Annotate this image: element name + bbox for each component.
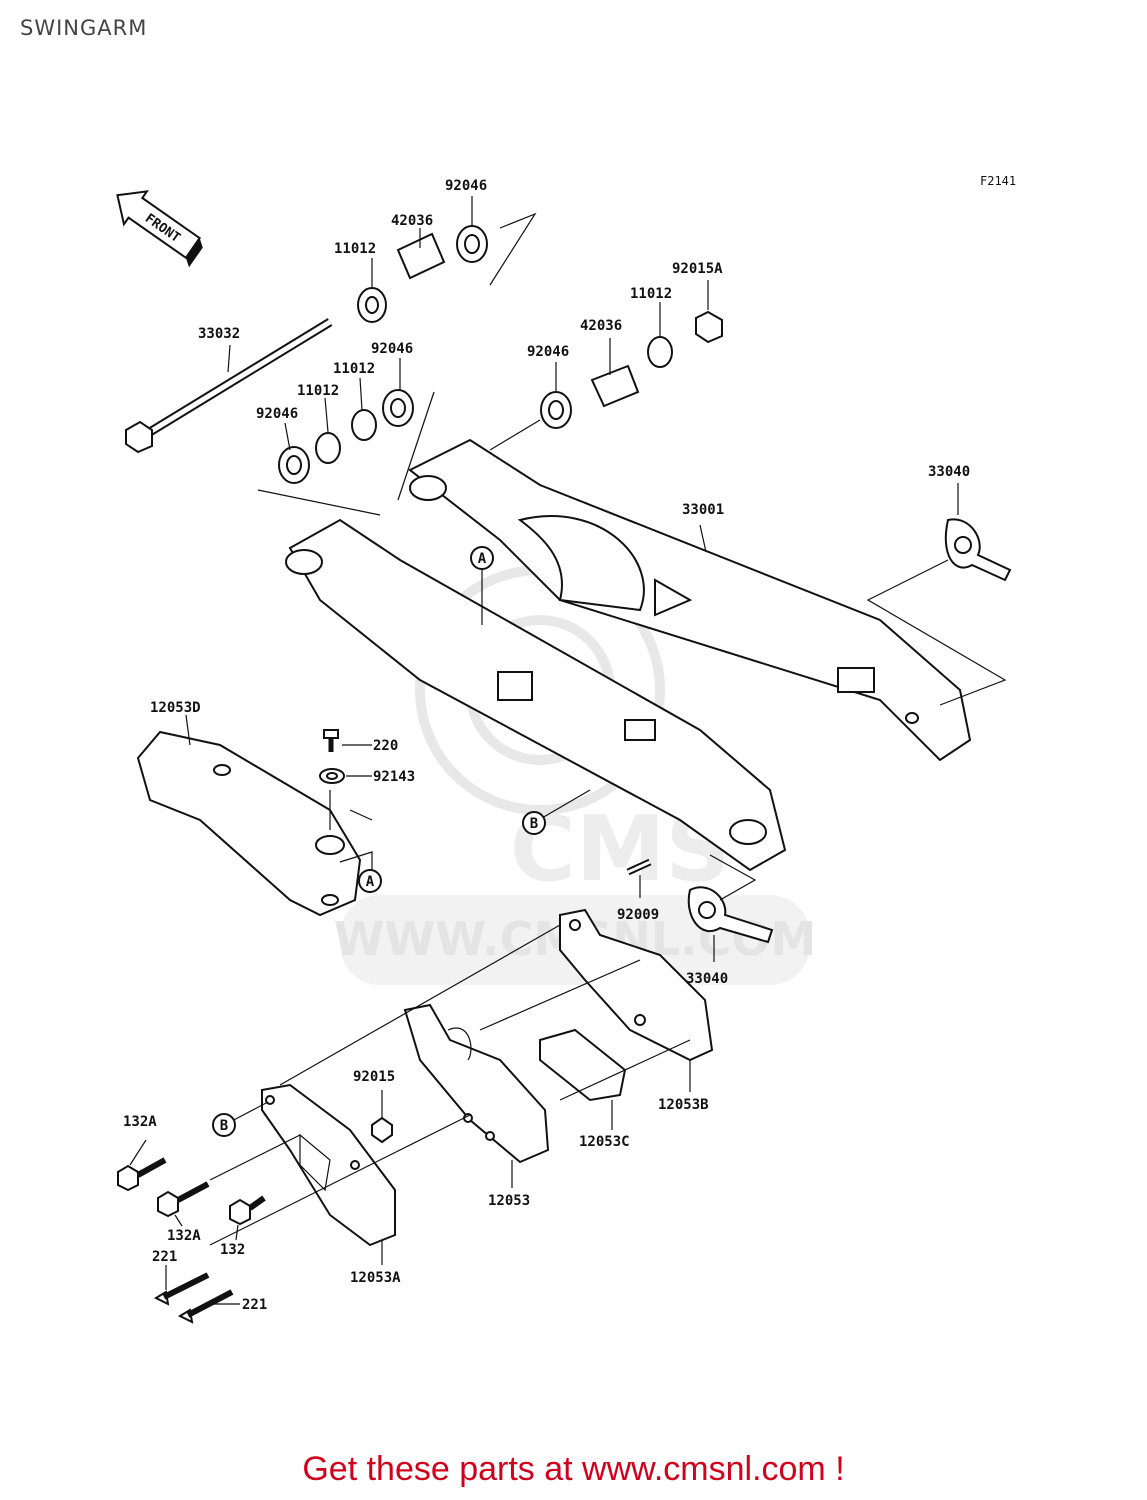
part-labels: 92046 42036 11012 33032 92046 11012 1101… [123, 178, 970, 1313]
part-number-label: 132A [123, 1114, 157, 1130]
part-number-label: 42036 [580, 318, 622, 334]
footer-link-text[interactable]: Get these parts at www.cmsnl.com ! [302, 1450, 845, 1488]
part-number-label: 220 [373, 738, 398, 754]
chain-guide-12053B [559, 908, 714, 1092]
swingarm-exploded-diagram: WWW.CMSNL.COM CMS FRONT F2141 [116, 174, 1016, 1324]
part-number-label: 11012 [333, 361, 375, 377]
part-number-label: 92009 [617, 907, 659, 923]
part-number-label: 12053B [658, 1097, 709, 1113]
part-number-label: 221 [152, 1249, 177, 1265]
callout-a-main: A [470, 546, 494, 570]
bolt-220 [323, 729, 372, 752]
chain-slider-12053D [136, 714, 362, 917]
svg-text:A: A [478, 551, 487, 567]
part-number-label: 11012 [297, 383, 339, 399]
part-number-label: 92015 [353, 1069, 395, 1085]
bolt-132A-top [117, 1139, 167, 1192]
part-number-label: 92046 [527, 344, 569, 360]
page-title: SWINGARM [20, 16, 148, 40]
guard-plate-12053A [261, 1083, 396, 1265]
part-number-label: 92046 [256, 406, 298, 422]
swingarm-body [285, 438, 972, 872]
part-number-label: 12053C [579, 1134, 630, 1150]
svg-text:B: B [220, 1118, 228, 1134]
leader-lines [209, 789, 691, 1246]
part-number-label: 33001 [682, 502, 724, 518]
part-number-label: 12053A [350, 1270, 401, 1286]
part-number-label: 12053D [150, 700, 201, 716]
part-number-label: 221 [242, 1297, 267, 1313]
bearing-stack-top [357, 196, 537, 323]
part-number-label: 33040 [686, 971, 728, 987]
part-number-label: 92046 [371, 341, 413, 357]
callout-a-guide: A [358, 869, 382, 893]
part-number-label: 42036 [391, 213, 433, 229]
callout-b-arm: B [522, 811, 546, 835]
part-number-label: 92143 [373, 769, 415, 785]
nut-92015 [371, 1090, 393, 1144]
chain-adjuster-plate-top [866, 483, 1012, 706]
collar-92143 [315, 768, 373, 872]
part-number-label: 33032 [198, 326, 240, 342]
screw-221-right [177, 1289, 240, 1324]
figure-code: F2141 [980, 174, 1016, 188]
front-arrow-icon: FRONT [116, 190, 203, 268]
part-number-label: 33040 [928, 464, 970, 480]
callout-b-plate: B [212, 1113, 236, 1137]
part-number-label: 92015A [672, 261, 723, 277]
bolt-132A-bottom [157, 1181, 210, 1227]
part-number-label: 11012 [334, 241, 376, 257]
part-number-label: 12053 [488, 1193, 530, 1209]
bearing-stack-left [257, 358, 435, 516]
chain-guide-12053C [539, 1028, 627, 1130]
part-number-label: 132 [220, 1242, 245, 1258]
chain-adjuster-plate-bottom [687, 854, 774, 962]
chain-guide-12053 [403, 1003, 550, 1188]
svg-text:B: B [530, 816, 538, 832]
part-number-label: 92046 [445, 178, 487, 194]
screw-221-left [153, 1265, 210, 1306]
bearing-stack-right [489, 280, 723, 451]
pivot-shaft [125, 318, 333, 454]
part-number-label: 11012 [630, 286, 672, 302]
svg-text:A: A [366, 874, 375, 890]
part-number-label: 132A [167, 1228, 201, 1244]
stud-92009 [626, 858, 652, 898]
bolt-132 [229, 1195, 266, 1241]
